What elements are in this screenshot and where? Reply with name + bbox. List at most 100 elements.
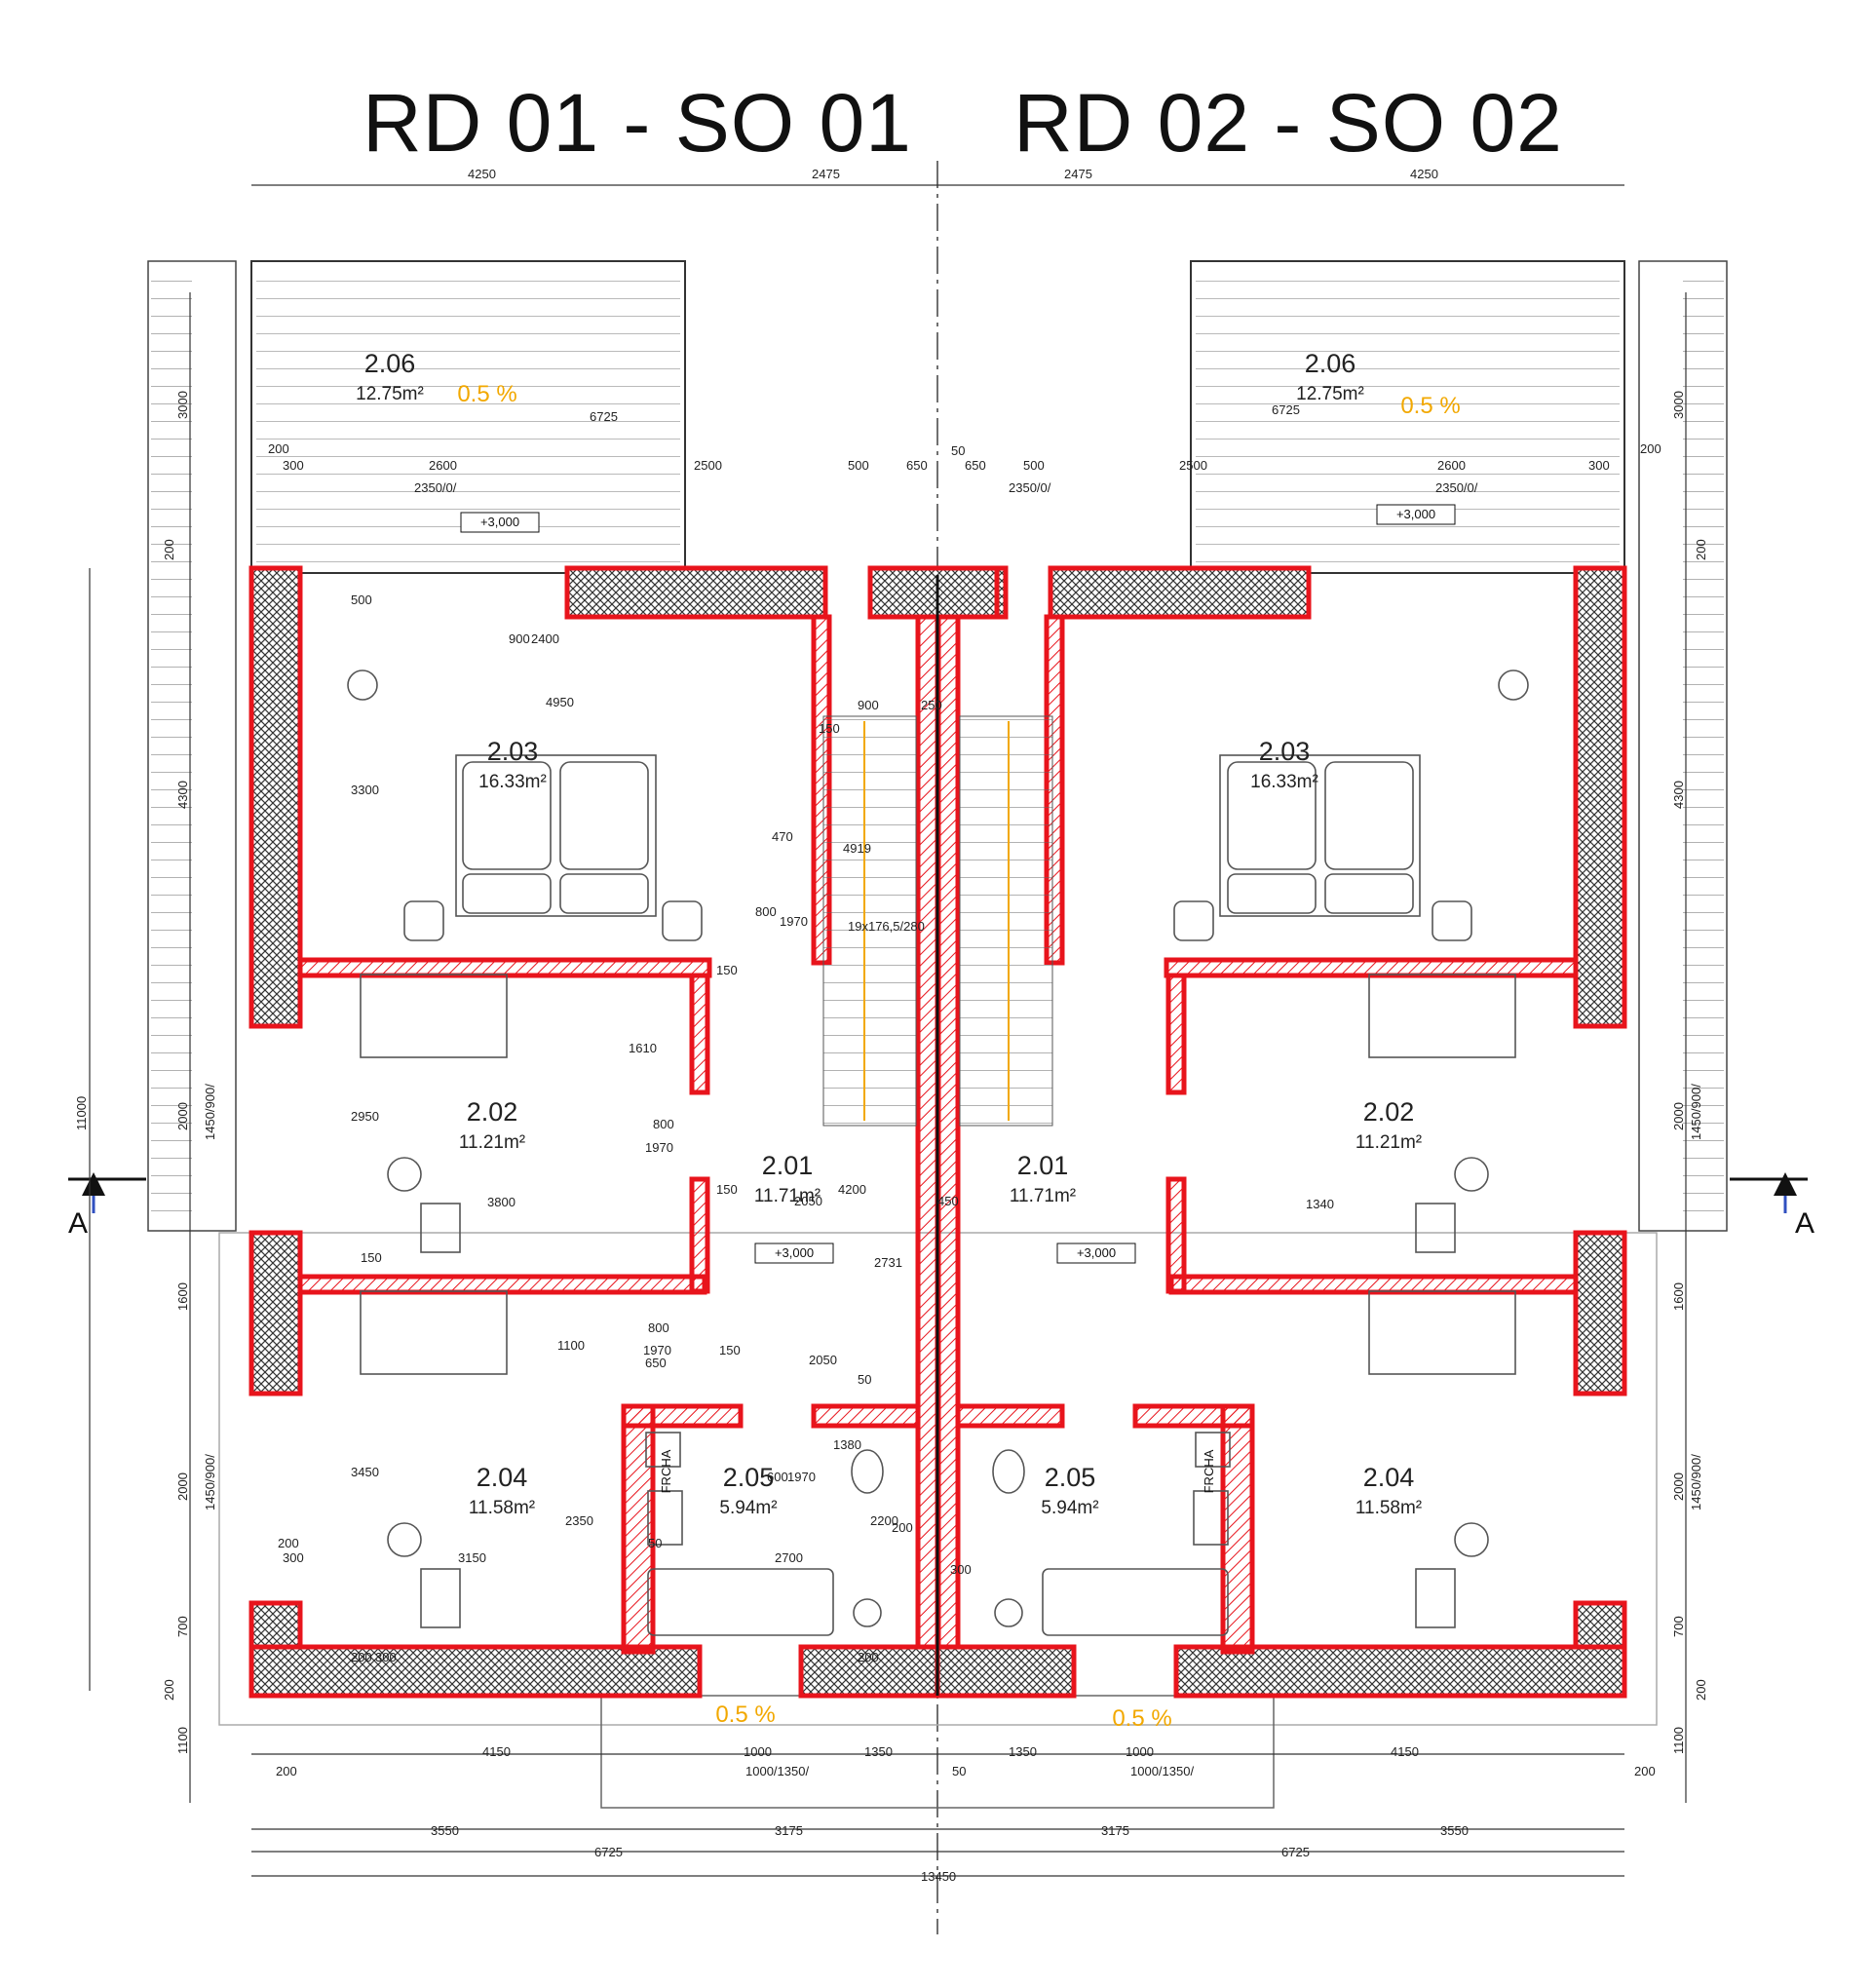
room-number-right-2.02: 2.02 (1363, 1097, 1415, 1127)
dim-terrace-13: 2600 (1437, 458, 1466, 473)
dim-left-11: 1100 (175, 1727, 190, 1754)
dim-bottom1-8: 1000/1350/ (1130, 1764, 1194, 1778)
slope-label-0: 0.5 % (457, 381, 516, 407)
dim-right-6: 2000 (1671, 1472, 1686, 1501)
slope-label-2: 0.5 % (715, 1701, 775, 1728)
dim-interior-44: 50 (648, 1536, 662, 1550)
room-area-left-2.04: 11.58m² (469, 1498, 535, 1518)
dim-interior-31: 2050 (809, 1353, 837, 1367)
dim-terrace-7: 650 (906, 458, 928, 473)
dim-left-4: 1450/900/ (203, 1084, 217, 1140)
roof-overhang-right (1638, 260, 1728, 1232)
roof-overhang-left (147, 260, 237, 1232)
dim-top-2: 2475 (1064, 167, 1092, 181)
dim-terrace-0: 200 (268, 441, 289, 456)
dim-terrace-1: 300 (283, 458, 304, 473)
dim-bottom3-1: 6725 (1281, 1845, 1310, 1859)
dim-interior-17: 2950 (351, 1109, 379, 1124)
dim-interior-25: 1340 (1306, 1197, 1334, 1211)
dim-interior-38: 200 (278, 1536, 299, 1550)
dim-terrace-9: 650 (965, 458, 986, 473)
dim-interior-10: 1970 (780, 914, 808, 929)
slope-label-3: 0.5 % (1112, 1705, 1171, 1732)
dim-interior-1: 900 (509, 631, 530, 646)
dim-interior-39: 300 (283, 1550, 304, 1565)
dim-interior-7: 150 (819, 721, 840, 736)
dim-interior-11: 19x176,5/280 (848, 919, 925, 934)
title-right: RD 02 - SO 02 (1013, 77, 1563, 169)
section-label-left: A (68, 1207, 88, 1240)
dim-interior-24: 2731 (874, 1255, 902, 1270)
room-number-right-2.05: 2.05 (1045, 1463, 1096, 1492)
dim-interior-43: 200 (892, 1520, 913, 1535)
dim-interior-47: 300 (375, 1650, 397, 1664)
level-label-0: +3,000 (480, 515, 519, 529)
room-area-right-2.01: 11.71m² (1010, 1186, 1076, 1206)
room-number-left-2.05: 2.05 (723, 1463, 775, 1492)
dim-terrace-17: 200 (1640, 441, 1661, 456)
dim-terrace-4: 6725 (590, 409, 618, 424)
section-marker-right: A (1730, 1172, 1814, 1240)
dim-interior-28: 1970 (643, 1343, 671, 1357)
dim-left-1: 200 (162, 539, 176, 560)
level-box-3 (1056, 1242, 1136, 1264)
dim-interior-40: 3150 (458, 1550, 486, 1565)
dim-right-4: 1450/900/ (1689, 1084, 1703, 1140)
section-marker-left: A (68, 1172, 146, 1240)
stair-right (959, 715, 1053, 1127)
dim-interior-9: 800 (755, 904, 777, 919)
dim-interior-19: 150 (716, 1182, 738, 1197)
dim-terrace-5: 2500 (694, 458, 722, 473)
walls-right (867, 565, 1627, 1699)
dim-bottom1-6: 1350 (1009, 1744, 1037, 1759)
dim-interior-32: 50 (858, 1372, 871, 1387)
dim-interior-5: 900 (858, 698, 879, 712)
dim-interior-30: 150 (719, 1343, 741, 1357)
room-area-right-2.02: 11.21m² (1356, 1132, 1422, 1153)
room-number-left-2.06: 2.06 (364, 349, 416, 378)
dim-terrace-2: 2600 (429, 458, 457, 473)
level-box-0 (460, 512, 540, 533)
dim-bottom3-0: 6725 (594, 1845, 623, 1859)
room-number-left-2.04: 2.04 (477, 1463, 528, 1492)
dim-interior-15: 800 (653, 1117, 674, 1131)
dimension-lines (89, 184, 1687, 1877)
dim-interior-35: 1380 (833, 1437, 861, 1452)
dim-bottom2-1: 3175 (775, 1823, 803, 1838)
dim-top-0: 4250 (468, 167, 496, 181)
level-label-3: +3,000 (1077, 1245, 1116, 1260)
dim-right-3: 2000 (1671, 1102, 1686, 1130)
dim-bottom1-5: 50 (952, 1764, 966, 1778)
dim-terrace-15: 6725 (1272, 402, 1300, 417)
dim-interior-22: 2050 (794, 1194, 822, 1208)
dim-bottom1-10: 200 (1634, 1764, 1656, 1778)
dim-interior-41: 2700 (775, 1550, 803, 1565)
dim-terrace-6: 500 (848, 458, 869, 473)
dim-terrace-10: 500 (1023, 458, 1045, 473)
room-area-left-2.05: 5.94m² (719, 1498, 777, 1518)
room-number-right-2.04: 2.04 (1363, 1463, 1415, 1492)
room-number-right-2.06: 2.06 (1305, 349, 1356, 378)
dim-right-0: 3000 (1671, 391, 1686, 419)
room-area-left-2.06: 12.75m² (356, 384, 424, 404)
title-left: RD 01 - SO 01 (363, 77, 912, 169)
furniture-right (992, 669, 1529, 1636)
room-area-right-2.03: 16.33m² (1250, 772, 1318, 792)
dim-bottom2-2: 3175 (1101, 1823, 1129, 1838)
dim-top-1: 2475 (812, 167, 840, 181)
dim-interior-0: 500 (351, 593, 372, 607)
dim-terrace-14: 2350/0/ (1435, 480, 1478, 495)
level-label-1: +3,000 (1396, 507, 1435, 521)
room-number-right-2.01: 2.01 (1017, 1151, 1069, 1180)
room-area-left-2.02: 11.21m² (459, 1132, 525, 1153)
dim-terrace-16: 300 (1588, 458, 1610, 473)
room-area-left-2.03: 16.33m² (478, 772, 547, 792)
dim-interior-46: 200 (351, 1650, 372, 1664)
dim-interior-42: 2200 (870, 1513, 898, 1528)
dim-right-8: 700 (1671, 1616, 1686, 1637)
dim-bottom-total: 13450 (921, 1869, 956, 1884)
room-area-left-2.01: 11.71m² (754, 1186, 821, 1206)
dim-interior-20: 150 (361, 1250, 382, 1265)
room-number-left-2.03: 2.03 (487, 737, 539, 766)
